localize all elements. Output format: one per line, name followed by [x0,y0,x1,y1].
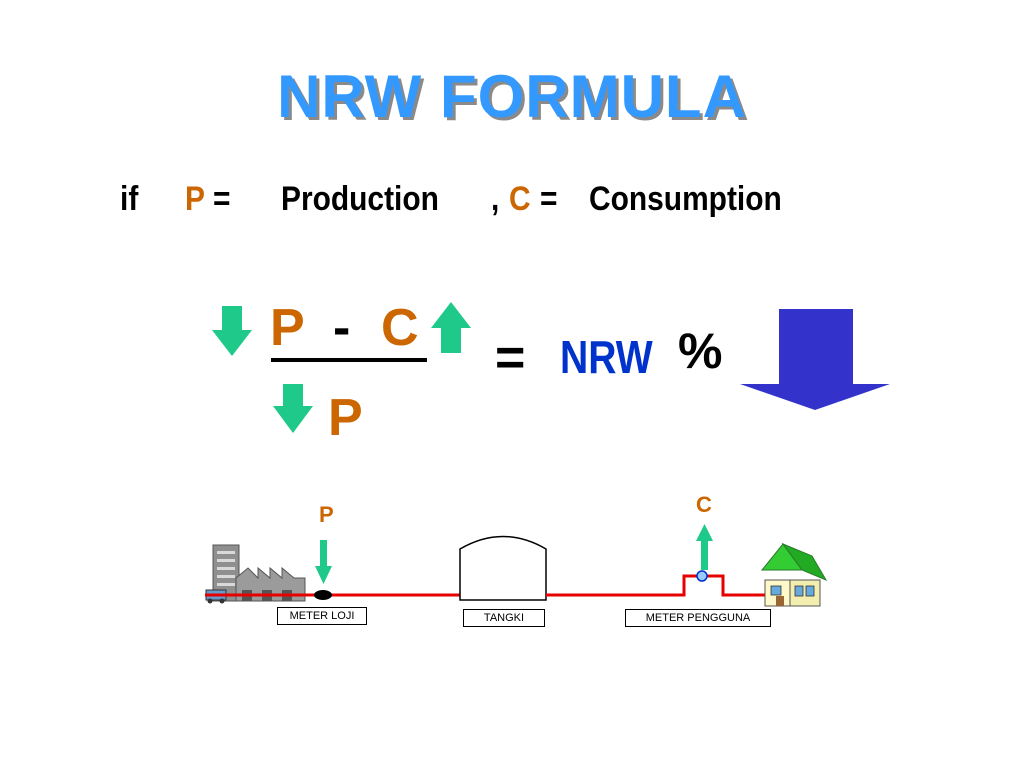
diagram-c-label: C [696,492,712,517]
formula-percent: % [678,323,723,379]
diagram-p-label: P [319,502,334,527]
big-arrow-down-icon [740,309,890,410]
definition-p-meaning: Production [281,180,439,218]
meter-pengguna-label: METER PENGGUNA [625,609,771,627]
arrow-down-icon [273,384,313,433]
formula-result-nrw: NRW [560,331,653,383]
arrow-up-icon [431,302,471,353]
definition-p-equals: = [213,180,231,218]
definition-c-equals: = [540,180,558,218]
page-title: NRW FORMULA [277,63,747,130]
fraction-bar [271,358,427,362]
formula-numerator-c: C [381,299,419,357]
tank-icon [459,535,547,601]
definition-p-symbol: P [185,180,205,218]
tangki-label: TANGKI [463,609,545,627]
definition-comma: , [491,180,500,218]
arrow-down-icon [315,540,332,584]
formula-denominator-p: P [328,389,363,447]
arrow-down-icon [212,306,252,356]
definition-c-meaning: Consumption [589,180,782,218]
meter-pengguna-icon [696,570,708,582]
definition-c-symbol: C [509,180,531,218]
meter-loji-icon [314,590,332,600]
meter-loji-label: METER LOJI [277,607,367,625]
definition-if: if [120,180,139,218]
formula-minus: - [333,299,351,357]
arrow-up-icon [696,524,713,570]
house-icon [760,542,828,607]
formula-numerator-p: P [270,299,305,357]
formula-equals: = [495,329,526,387]
